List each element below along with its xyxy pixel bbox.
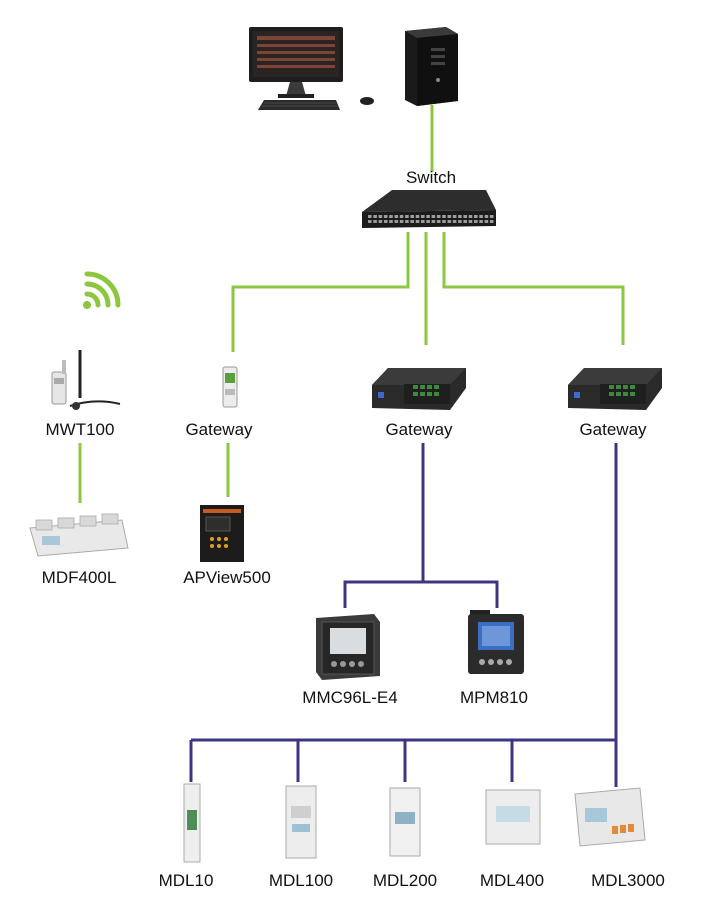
gateway-1-label: Gateway [185, 420, 253, 439]
din-rail-gateway-icon [222, 366, 238, 408]
mdl100-label: MDL100 [268, 871, 334, 890]
gateway-3-label: Gateway [579, 420, 647, 439]
multi-circuit-meter-icon [29, 513, 129, 557]
din-rail-meter-icon [285, 785, 317, 859]
mdl3000-label: MDL3000 [591, 871, 665, 890]
din-rail-meter-icon [389, 787, 421, 857]
apview500-label: APView500 [183, 568, 271, 587]
mdl200-label: MDL200 [372, 871, 438, 890]
panel-meter-icon [316, 614, 380, 680]
mwt100-label: MWT100 [45, 420, 115, 439]
din-rail-meter-icon [574, 787, 646, 847]
panel-meter-icon [468, 610, 524, 674]
wifi-signal-icon [83, 271, 121, 309]
gateway2-bus [343, 443, 425, 608]
switch-gateway1-link [231, 232, 410, 352]
gateway2-bus-right [423, 580, 499, 608]
tower-server-icon [405, 27, 458, 106]
mdl400-label: MDL400 [479, 871, 545, 890]
rs485-links [189, 443, 618, 787]
gateway-2-label: Gateway [385, 420, 453, 439]
power-quality-analyzer-icon [200, 505, 244, 562]
desktop-computer-icon [249, 27, 374, 110]
mmc96l-label: MMC96L-E4 [302, 688, 398, 707]
ethernet-links [78, 105, 625, 503]
din-rail-meter-icon [183, 783, 201, 863]
din-rail-meter-icon [485, 789, 541, 845]
mpm810-label: MPM810 [459, 688, 529, 707]
wireless-transmitter-icon [51, 350, 121, 410]
box-gateway-icon [568, 368, 662, 410]
mdl10-label: MDL10 [158, 871, 214, 890]
switch-gateway3-link [442, 232, 625, 345]
network-switch-icon [362, 190, 496, 228]
switch-label: Switch [405, 168, 457, 187]
box-gateway-icon [372, 368, 466, 410]
mdf400l-label: MDF400L [41, 568, 117, 587]
